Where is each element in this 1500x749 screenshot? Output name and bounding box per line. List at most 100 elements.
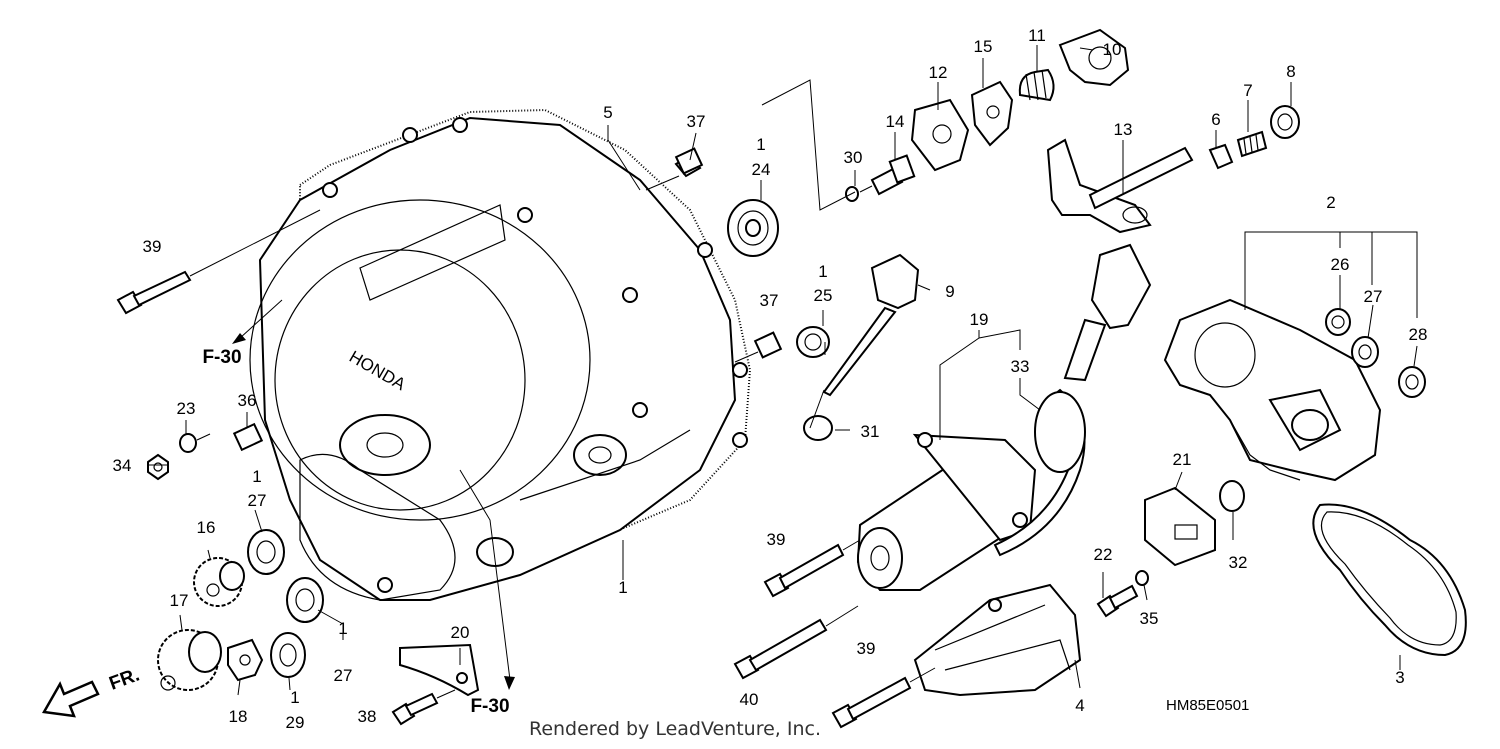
label-14: 14: [886, 112, 905, 131]
starter-motor-19[interactable]: [856, 432, 1037, 591]
shift-shaft-13[interactable]: [1046, 138, 1194, 234]
rear-crankcase-cover[interactable]: HONDA: [249, 116, 748, 601]
label-39-bottom: 39: [857, 639, 876, 658]
washer-23[interactable]: [179, 433, 211, 453]
label-32: 32: [1229, 553, 1248, 572]
o-ring-32[interactable]: [1219, 480, 1245, 512]
stopper-plate-15[interactable]: [970, 80, 1014, 147]
label-1-bearing27-lower: 1: [338, 619, 347, 638]
label-24: 24: [752, 160, 771, 179]
ref-f30-top: F-30: [202, 347, 241, 368]
label-18: 18: [229, 707, 248, 726]
label-38: 38: [358, 707, 377, 726]
label-16: 16: [197, 518, 216, 537]
bolt-14[interactable]: [859, 154, 916, 196]
label-23: 23: [177, 399, 196, 418]
ref-f30-bottom: F-30: [470, 696, 509, 717]
label-29: 29: [286, 713, 305, 732]
label-27-left: 27: [248, 491, 267, 510]
label-10: 10: [1103, 40, 1122, 59]
stopper-plate-18[interactable]: [227, 638, 264, 682]
spring-7[interactable]: [1236, 130, 1268, 158]
o-ring-31[interactable]: [803, 415, 833, 441]
bolt-38[interactable]: [391, 689, 456, 726]
label-9: 9: [945, 282, 954, 301]
bearing-27-lower[interactable]: [286, 577, 324, 623]
bearing-28[interactable]: [1398, 366, 1426, 398]
oil-dipstick-9[interactable]: [822, 253, 920, 397]
label-13: 13: [1114, 120, 1133, 139]
label-36: 36: [238, 391, 257, 410]
label-19: 19: [970, 310, 989, 329]
label-11: 11: [1028, 26, 1046, 45]
ref-arrow-f30-top: [232, 299, 283, 344]
dowel-pin-37-upper[interactable]: [645, 147, 704, 191]
label-5: 5: [603, 103, 612, 122]
diagram-code: HM85E0501: [1166, 697, 1250, 714]
label-40: 40: [740, 690, 759, 709]
needle-bearing-25[interactable]: [796, 326, 830, 358]
label-4: 4: [1075, 696, 1084, 715]
label-22: 22: [1094, 545, 1113, 564]
label-35: 35: [1140, 609, 1159, 628]
label-2: 2: [1326, 193, 1335, 212]
render-credit: Rendered by LeadVenture, Inc.: [528, 718, 822, 740]
spring-11[interactable]: [1018, 68, 1055, 102]
dowel-pin-37-lower[interactable]: [734, 331, 783, 363]
bolt-39-mid[interactable]: [763, 539, 861, 598]
label-1-bearing24: 1: [756, 135, 765, 154]
nut-34[interactable]: [147, 453, 169, 481]
shift-arm-10[interactable]: [1058, 28, 1130, 87]
angle-sensor-21[interactable]: [1144, 486, 1216, 567]
front-cover-2[interactable]: [1163, 298, 1382, 482]
front-direction-arrow: FR.: [41, 664, 143, 718]
label-1-cover: 1: [618, 578, 627, 597]
bracket-20[interactable]: [399, 643, 480, 697]
label-25: 25: [814, 286, 833, 305]
cover-gasket-3[interactable]: [1312, 503, 1467, 657]
label-27-right: 27: [1364, 287, 1383, 306]
label-1-bearing29: 1: [290, 688, 299, 707]
label-30: 30: [844, 148, 863, 167]
skid-guard-4[interactable]: [913, 583, 1082, 697]
washer-35[interactable]: [1135, 570, 1149, 586]
label-6: 6: [1211, 110, 1220, 129]
bearing-26[interactable]: [1325, 308, 1351, 336]
part-labels: 5 37 1 24 30 14 12 15 11 10 13 6 7 8 2 2…: [113, 26, 1428, 732]
ball-bearing-24[interactable]: [727, 199, 779, 257]
label-1-bearing27: 1: [252, 467, 261, 486]
bolt-22[interactable]: [1096, 584, 1139, 618]
label-21: 21: [1173, 450, 1192, 469]
bearing-27-left[interactable]: [247, 529, 285, 575]
breather-tube-33[interactable]: [993, 243, 1152, 557]
gear-17[interactable]: [157, 629, 222, 691]
bearing-27-right[interactable]: [1351, 336, 1379, 368]
stopper-pin-6[interactable]: [1208, 143, 1234, 170]
flange-bolt-39-top[interactable]: [116, 209, 321, 315]
bolt-39-bottom[interactable]: [831, 667, 936, 729]
label-17: 17: [170, 591, 189, 610]
label-39-top: 39: [143, 237, 162, 256]
label-20: 20: [451, 623, 470, 642]
front-arrow-label: FR.: [107, 664, 143, 694]
dowel-pin-36[interactable]: [232, 422, 264, 452]
bolt-40[interactable]: [733, 605, 859, 680]
gear-16[interactable]: [193, 557, 245, 607]
label-37-lower: 37: [760, 291, 779, 310]
label-34: 34: [113, 456, 132, 475]
label-1-bearing25: 1: [818, 262, 827, 281]
needle-bearing-29[interactable]: [270, 632, 306, 678]
set-plate-12[interactable]: [910, 98, 970, 172]
label-8: 8: [1286, 62, 1295, 81]
label-33: 33: [1011, 357, 1030, 376]
leader-lines: [148, 45, 1418, 696]
ref-arrow-f30-bottom: [459, 469, 515, 690]
label-12: 12: [929, 63, 948, 82]
label-28: 28: [1409, 325, 1428, 344]
label-39-mid: 39: [767, 530, 786, 549]
label-26: 26: [1331, 255, 1350, 274]
label-27-lower: 27: [334, 666, 353, 685]
sealing-plug-8[interactable]: [1270, 105, 1300, 139]
label-15: 15: [974, 37, 993, 56]
